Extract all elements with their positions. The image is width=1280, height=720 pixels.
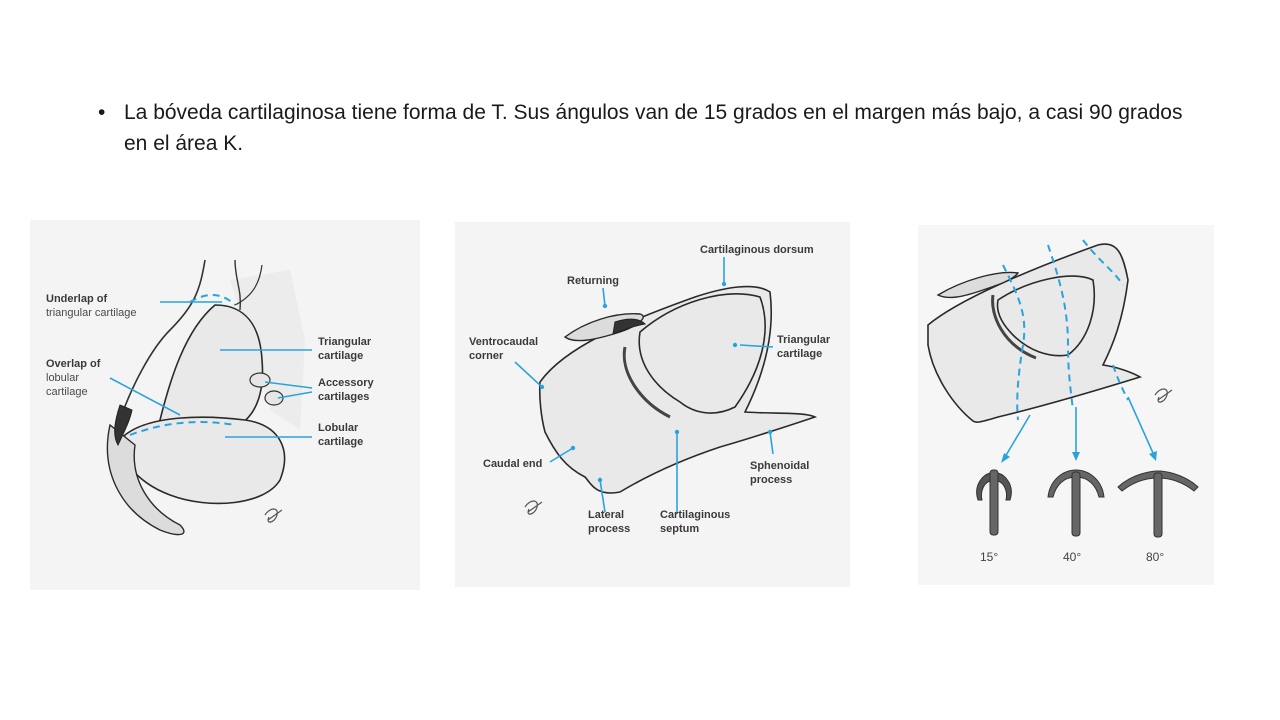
label-returning: Returning xyxy=(567,275,619,287)
label-septum: Cartilaginous xyxy=(660,509,730,521)
label-triangular: Triangular xyxy=(318,336,372,348)
label-triangular-b-2: cartilage xyxy=(777,348,822,360)
figure-cartilaginous-vault: Cartilaginous dorsum Returning Ventrocau… xyxy=(455,222,850,587)
section-80: 80° xyxy=(1117,470,1199,564)
label-accessory-2: cartilages xyxy=(318,391,369,403)
label-accessory: Accessory xyxy=(318,377,375,389)
label-triangular-2: cartilage xyxy=(318,350,363,362)
bullet-text: La bóveda cartilaginosa tiene forma de T… xyxy=(124,101,1183,155)
label-dorsum: Cartilaginous dorsum xyxy=(700,244,814,256)
label-underlap: Underlap of xyxy=(46,293,107,305)
angle-40: 40° xyxy=(1063,550,1081,564)
label-ventrocaudal: Ventrocaudal xyxy=(469,336,538,348)
label-triangular-b: Triangular xyxy=(777,334,831,346)
figure-t-shape-sections: 15° 40° 80° xyxy=(918,225,1214,585)
label-lateral-2: process xyxy=(588,523,630,535)
section-15: 15° xyxy=(976,469,1012,564)
label-lateral: Lateral xyxy=(588,509,624,521)
bullet-marker: • xyxy=(98,101,106,124)
label-septum-2: septum xyxy=(660,523,699,535)
angle-80: 80° xyxy=(1146,550,1164,564)
angle-15: 15° xyxy=(980,550,998,564)
label-underlap-2: triangular cartilage xyxy=(46,307,137,319)
label-ventrocaudal-2: corner xyxy=(469,350,504,362)
label-overlap: Overlap of xyxy=(46,358,101,370)
section-40: 40° xyxy=(1047,469,1105,564)
label-sphenoidal: Sphenoidal xyxy=(750,460,809,472)
bullet-paragraph: • La bóveda cartilaginosa tiene forma de… xyxy=(98,97,1190,159)
label-sphenoidal-2: process xyxy=(750,474,792,486)
label-overlap-3: cartilage xyxy=(46,386,88,398)
label-caudal: Caudal end xyxy=(483,458,542,470)
label-lobular: Lobular xyxy=(318,422,359,434)
label-lobular-2: cartilage xyxy=(318,436,363,448)
label-overlap-2: lobular xyxy=(46,372,79,384)
figure-nasal-cartilages: Underlap of triangular cartilage Overlap… xyxy=(30,220,420,590)
